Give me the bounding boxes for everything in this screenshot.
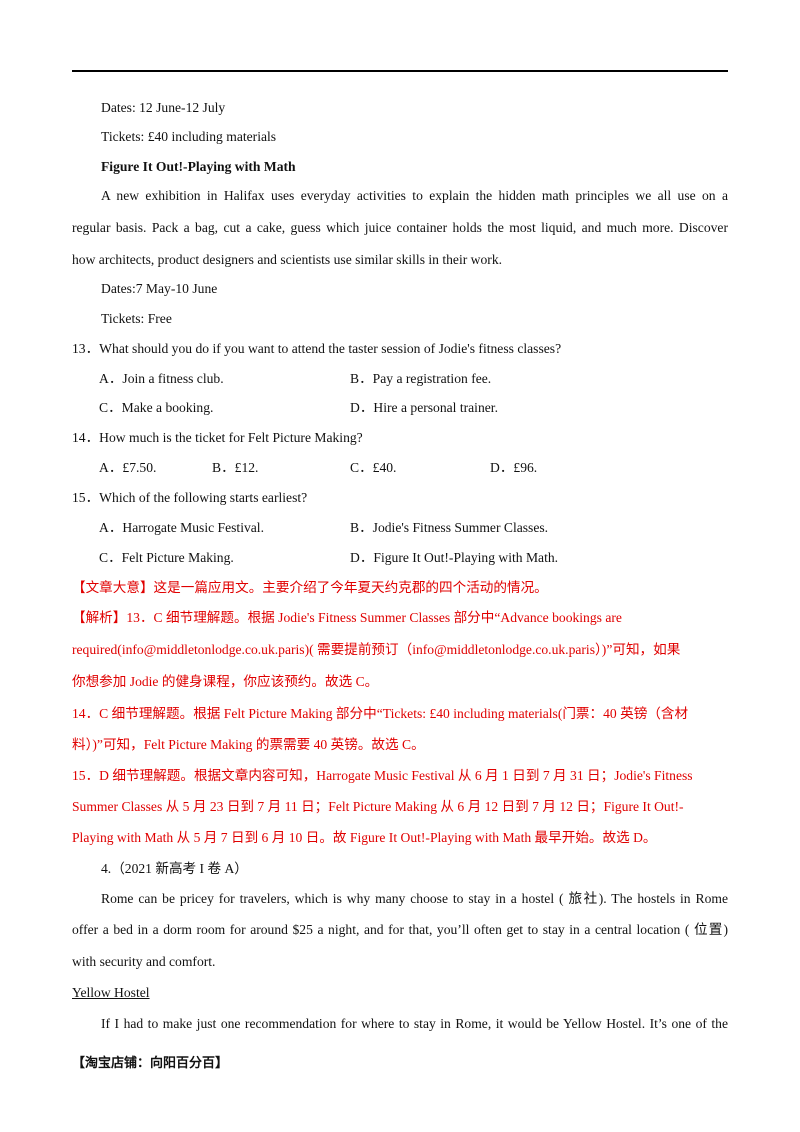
paragraph-line: how architects, product designers and sc…	[72, 252, 503, 267]
question-15-stem: 15．Which of the following starts earlies…	[72, 490, 308, 505]
paragraph-line: A new exhibition in Halifax uses everyda…	[101, 188, 728, 203]
analysis-line: 料）)”可知，Felt Picture Making 的票需要 40 英镑。故选…	[72, 737, 425, 752]
paragraph-line: with security and comfort.	[72, 954, 216, 969]
option-c: C．Felt Picture Making.	[99, 550, 234, 565]
question-13-stem: 13．What should you do if you want to att…	[72, 341, 562, 356]
option-d: D．£96.	[490, 460, 538, 475]
analysis-line: 你想参加 Jodie 的健身课程，你应该预约。故选 C。	[72, 674, 379, 689]
option-a: A．Harrogate Music Festival.	[99, 520, 264, 535]
question-14-stem: 14．How much is the ticket for Felt Pictu…	[72, 430, 363, 445]
tickets-line: Tickets: Free	[101, 311, 172, 326]
dates-line: Dates:7 May-10 June	[101, 281, 218, 296]
option-b: B．Jodie's Fitness Summer Classes.	[350, 520, 549, 535]
summary-line: 【文章大意】这是一篇应用文。主要介绍了今年夏天约克郡的四个活动的情况。	[72, 580, 548, 595]
analysis-line: 14．C 细节理解题。根据 Felt Picture Making 部分中“Ti…	[72, 706, 689, 721]
dates-line: Dates: 12 June-12 July	[101, 100, 226, 115]
event-title: Figure It Out!-Playing with Math	[101, 159, 296, 174]
option-b: B．£12.	[212, 460, 259, 475]
paragraph-line: offer a bed in a dorm room for around $2…	[72, 922, 728, 937]
analysis-line: 15．D 细节理解题。根据文章内容可知，Harrogate Music Fest…	[72, 768, 693, 783]
paragraph-line: If I had to make just one recommendation…	[101, 1016, 728, 1031]
paragraph-line: regular basis. Pack a bag, cut a cake, g…	[72, 220, 728, 235]
passage-heading: 4.（2021 新高考 I 卷 A）	[101, 861, 248, 876]
tickets-line: Tickets: £40 including materials	[101, 129, 277, 144]
analysis-line: Summer Classes 从 5 月 23 日到 7 月 11 日；Felt…	[72, 799, 684, 814]
option-c: C．Make a booking.	[99, 400, 214, 415]
option-c: C．£40.	[350, 460, 397, 475]
analysis-line: Playing with Math 从 5 月 7 日到 6 月 10 日。故 …	[72, 830, 657, 845]
footer-shop-label: 【淘宝店铺：向阳百分百】	[72, 1055, 229, 1070]
option-a: A．Join a fitness club.	[99, 371, 224, 386]
section-subheading: Yellow Hostel	[72, 985, 150, 1000]
analysis-line: 【解析】13．C 细节理解题。根据 Jodie's Fitness Summer…	[72, 610, 622, 625]
paragraph-line: Rome can be pricey for travelers, which …	[101, 891, 728, 906]
option-d: D．Figure It Out!-Playing with Math.	[350, 550, 559, 565]
option-a: A．£7.50.	[99, 460, 157, 475]
header-rule	[72, 70, 728, 72]
option-d: D．Hire a personal trainer.	[350, 400, 498, 415]
option-b: B．Pay a registration fee.	[350, 371, 492, 386]
analysis-line: required(info@middletonlodge.co.uk.paris…	[72, 642, 681, 657]
